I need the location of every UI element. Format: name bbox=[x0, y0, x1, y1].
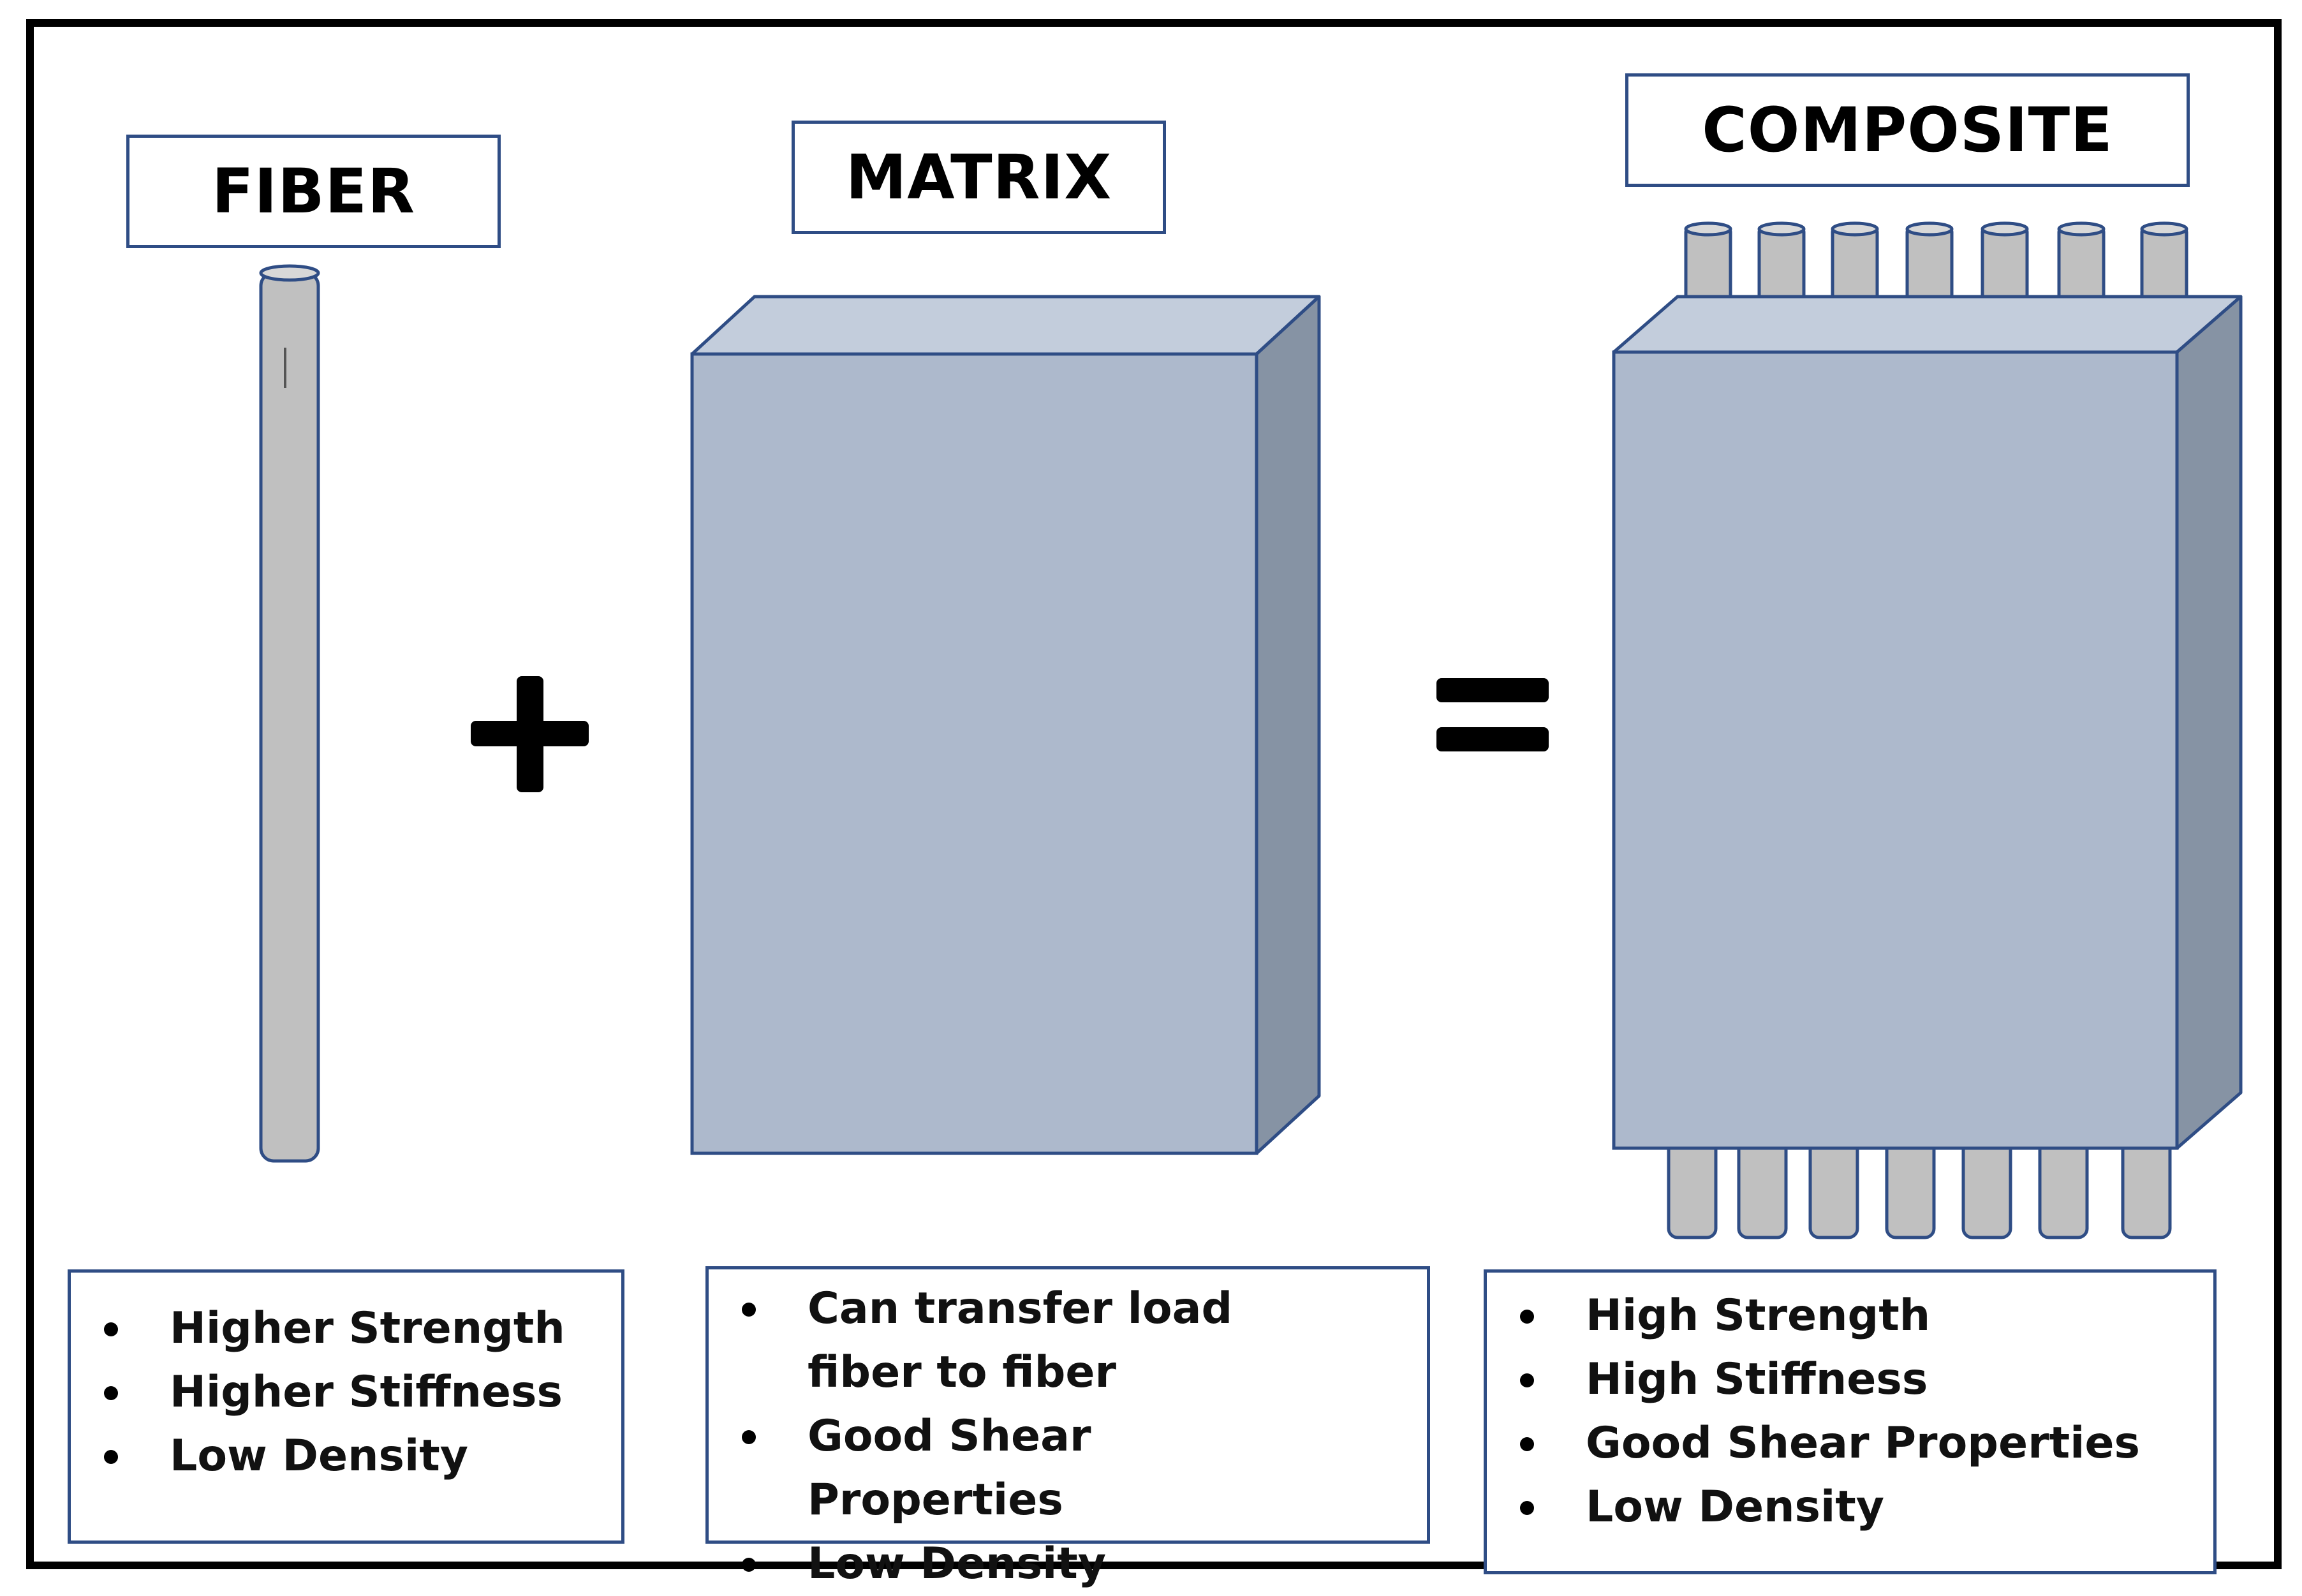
equals-operator bbox=[1436, 678, 1549, 751]
composite-block-side bbox=[2175, 295, 2243, 1150]
composite-block-top bbox=[1612, 295, 2243, 354]
plus-operator bbox=[471, 676, 589, 792]
matrix-block-top bbox=[690, 295, 1321, 356]
composite-properties-list: High Strength High Stiffness Good Shear … bbox=[1487, 1284, 2213, 1539]
composite-title: COMPOSITE bbox=[1625, 73, 2190, 187]
list-item: Low Density bbox=[709, 1532, 1359, 1596]
matrix-title: MATRIX bbox=[792, 121, 1166, 234]
composite-block bbox=[1612, 295, 2243, 1150]
fiber-properties: Higher Strength Higher Stiffness Low Den… bbox=[68, 1269, 624, 1544]
list-item: High Strength bbox=[1487, 1284, 2213, 1348]
fiber-rod-cap bbox=[259, 264, 320, 282]
list-item: Good Shear Properties bbox=[709, 1405, 1359, 1532]
list-item: High Stiffness bbox=[1487, 1348, 2213, 1412]
list-item: Low Density bbox=[71, 1424, 621, 1488]
fiber-rod bbox=[259, 264, 320, 1163]
matrix-block-front bbox=[690, 352, 1258, 1155]
matrix-properties: Can transfer load fiber to fiber Good Sh… bbox=[705, 1266, 1430, 1589]
matrix-block bbox=[690, 295, 1321, 1155]
list-item: Higher Stiffness bbox=[71, 1361, 621, 1424]
composite-fibers-bottom bbox=[1667, 1134, 2172, 1239]
matrix-properties-list: Can transfer load fiber to fiber Good Sh… bbox=[709, 1277, 1359, 1596]
matrix-block-side bbox=[1255, 295, 1321, 1155]
composite-properties: High Strength High Stiffness Good Shear … bbox=[1484, 1269, 2217, 1574]
fiber-title: FIBER bbox=[126, 135, 501, 248]
list-item: Can transfer load fiber to fiber bbox=[709, 1277, 1359, 1405]
composite-block-front bbox=[1612, 350, 2179, 1150]
list-item: Low Density bbox=[1487, 1475, 2213, 1539]
fiber-rod-body bbox=[259, 271, 320, 1163]
list-item: Good Shear Properties bbox=[1487, 1412, 2213, 1475]
list-item: Higher Strength bbox=[71, 1297, 621, 1361]
fiber-properties-list: Higher Strength Higher Stiffness Low Den… bbox=[71, 1297, 621, 1488]
